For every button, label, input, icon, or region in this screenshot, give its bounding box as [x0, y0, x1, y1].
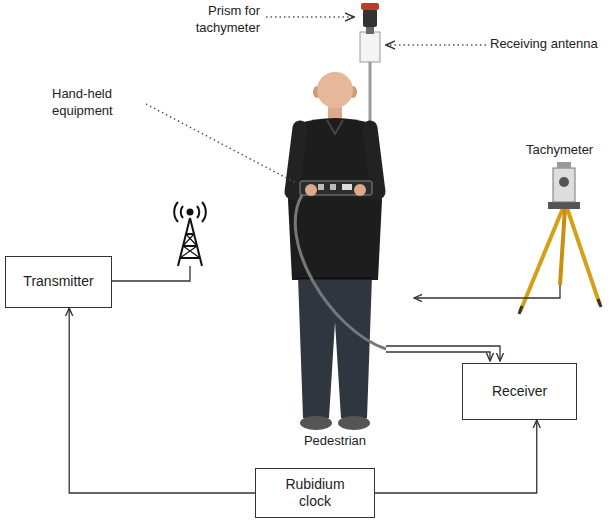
leader-line — [386, 44, 486, 46]
radio-tower — [174, 202, 206, 266]
label-text: Prism for tachymeter — [196, 3, 260, 35]
receiver-box: Receiver — [462, 363, 577, 420]
part-label: Prism for tachymeter — [180, 3, 260, 37]
signal-line — [386, 346, 500, 361]
clock-box: Rubidium clock — [255, 468, 375, 518]
antenna-feed-wire — [112, 266, 190, 281]
part-label: Hand-held equipment — [52, 86, 142, 120]
label-text: Hand-held equipment — [52, 86, 113, 118]
part-label: Pedestrian — [285, 433, 385, 450]
prism — [361, 3, 379, 34]
leader-line — [266, 16, 354, 18]
pedestrian-figure — [288, 72, 382, 430]
box-text: Receiver — [492, 383, 547, 401]
part-label: Tachymeter — [526, 142, 606, 159]
connector-arrow — [375, 420, 537, 493]
connector-arrow — [69, 308, 255, 493]
part-label: Receiving antenna — [490, 36, 606, 53]
signal-line — [386, 352, 490, 361]
receiving-antenna — [360, 32, 380, 62]
box-text: Transmitter — [23, 273, 93, 291]
tracking-line — [414, 285, 560, 298]
label-text: Tachymeter — [526, 142, 593, 157]
cable — [295, 195, 386, 349]
label-text: Pedestrian — [304, 433, 366, 448]
leader-line — [146, 104, 296, 183]
box-text: Rubidium clock — [278, 476, 353, 511]
label-text: Receiving antenna — [490, 36, 598, 51]
transmitter-box: Transmitter — [5, 256, 112, 308]
